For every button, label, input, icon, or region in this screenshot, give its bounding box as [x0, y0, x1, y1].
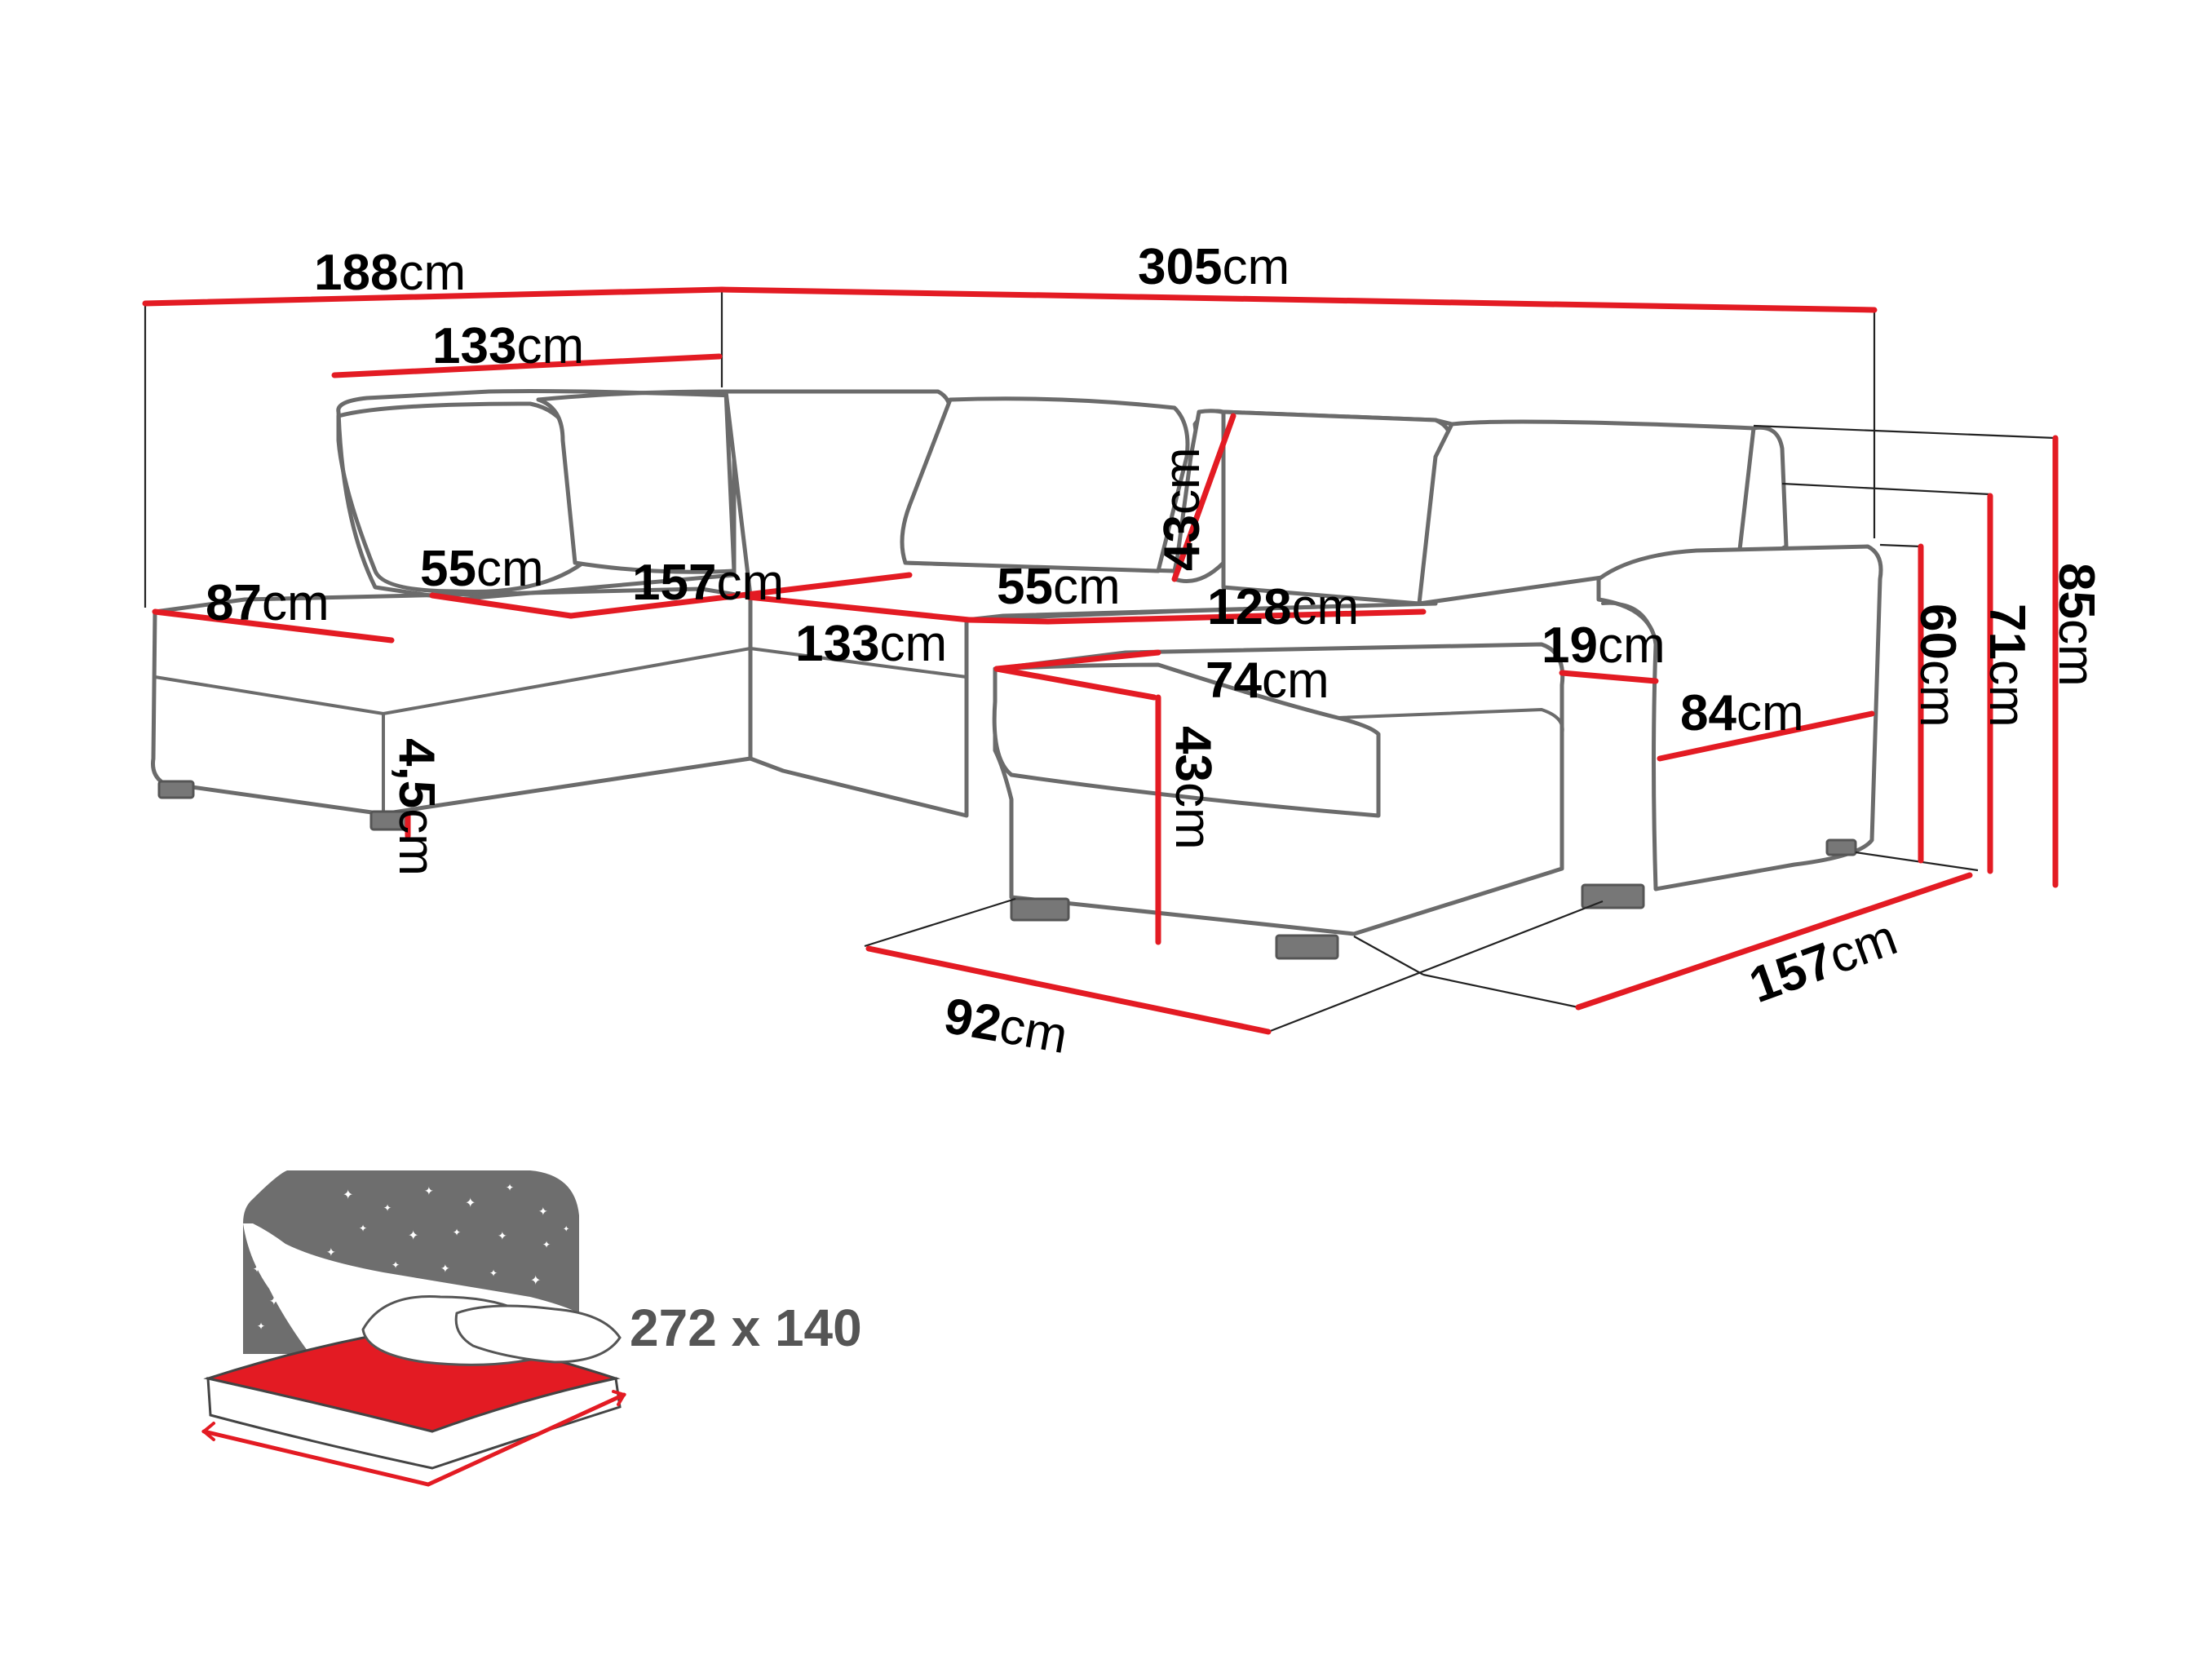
label-85: 85cm	[2048, 563, 2104, 687]
label-92: 92cm	[940, 988, 1072, 1064]
label-74: 74cm	[1206, 653, 1329, 709]
dimension-labels: 188cm 305cm 133cm 87cm 55cm 157cm 55cm 4…	[206, 239, 2104, 1064]
dim-line-128	[1045, 608, 1427, 625]
label-305: 305cm	[1138, 239, 1290, 295]
label-133b: 133cm	[795, 616, 947, 672]
left-back	[336, 389, 737, 602]
svg-text:✦: ✦	[465, 1195, 476, 1210]
dim-line-55b	[966, 617, 1051, 625]
label-55b: 55cm	[997, 559, 1121, 615]
dim-line-305	[719, 286, 1878, 313]
dim-line-74	[993, 666, 1157, 701]
svg-text:✦: ✦	[269, 1295, 279, 1308]
label-43a: 43cm	[1154, 447, 1210, 571]
label-128: 128cm	[1207, 579, 1359, 635]
label-133a: 133cm	[432, 318, 584, 374]
svg-text:✦: ✦	[359, 1223, 367, 1234]
dim-line-43a	[1171, 413, 1237, 582]
dimension-lines	[142, 286, 2059, 1035]
dim-line-74b	[993, 649, 1161, 672]
leg-1	[157, 780, 195, 799]
label-188: 188cm	[314, 245, 466, 301]
star-icon: ✦ ✦ ✦ ✦ ✦ ✦ ✦ ✦ ✦ ✦ ✦ ✦ ✦ ✦ ✦ ✦ ✦ ✦ ✦ ✦ …	[253, 1182, 569, 1332]
svg-text:✦: ✦	[424, 1185, 434, 1198]
label-60: 60cm	[1909, 604, 1966, 728]
dim-line-133a	[331, 353, 723, 378]
svg-text:✦: ✦	[563, 1225, 569, 1234]
right-chaise-seat	[992, 662, 1381, 818]
dim-line-133b	[745, 594, 972, 623]
dim-line-92	[865, 945, 1272, 1035]
svg-text:✦: ✦	[383, 1202, 392, 1214]
leg-4	[1275, 934, 1339, 960]
leg-5	[1581, 883, 1645, 909]
svg-text:✦: ✦	[489, 1267, 498, 1279]
dim-line-188	[142, 286, 725, 307]
leg-3	[1010, 897, 1070, 922]
label-55a: 55cm	[420, 541, 544, 597]
back-cushion-middle-1	[900, 396, 1190, 573]
svg-text:✦: ✦	[498, 1230, 507, 1243]
night-sky-icon	[243, 1170, 579, 1313]
dim-line-19	[1559, 670, 1659, 684]
back-cushion-right-1	[1221, 409, 1455, 606]
bed-size-label: 272 x 140	[630, 1298, 862, 1357]
svg-text:✦: ✦	[253, 1263, 261, 1275]
label-43b: 43cm	[1165, 726, 1221, 850]
svg-text:✦: ✦	[343, 1187, 353, 1202]
back-cushion-left-2	[536, 389, 737, 574]
label-84: 84cm	[1680, 685, 1804, 741]
sofa-drawing	[151, 389, 1883, 960]
bed-length-arrow	[201, 1392, 626, 1487]
svg-text:✦: ✦	[408, 1228, 418, 1243]
svg-text:✦: ✦	[542, 1239, 551, 1250]
label-157a: 157cm	[632, 555, 784, 611]
label-45: 4,5cm	[388, 738, 445, 876]
dim-line-84	[1657, 710, 1875, 762]
bed-icon: ✦ ✦ ✦ ✦ ✦ ✦ ✦ ✦ ✦ ✦ ✦ ✦ ✦ ✦ ✦ ✦ ✦ ✦ ✦ ✦ …	[201, 1170, 862, 1487]
dim-line-87	[152, 608, 395, 644]
label-19: 19cm	[1542, 617, 1666, 674]
svg-text:✦: ✦	[326, 1246, 336, 1259]
leg-6	[1825, 838, 1857, 856]
dim-line-55a	[429, 592, 574, 619]
back-cushion-left-1	[336, 401, 586, 595]
extension-lines	[144, 290, 2056, 1033]
svg-text:✦: ✦	[440, 1263, 450, 1276]
svg-text:✦: ✦	[538, 1206, 548, 1219]
dim-line-157a	[568, 572, 913, 619]
label-71: 71cm	[1979, 604, 2035, 728]
svg-text:✦: ✦	[530, 1272, 541, 1288]
svg-text:✦: ✦	[392, 1259, 400, 1271]
svg-text:✦: ✦	[257, 1321, 265, 1332]
svg-text:✦: ✦	[294, 1290, 300, 1299]
label-87: 87cm	[206, 575, 330, 631]
dim-line-157b	[1575, 872, 1973, 1011]
svg-text:✦: ✦	[506, 1182, 514, 1193]
svg-text:✦: ✦	[453, 1227, 461, 1238]
right-back-bolster	[1735, 425, 1789, 573]
